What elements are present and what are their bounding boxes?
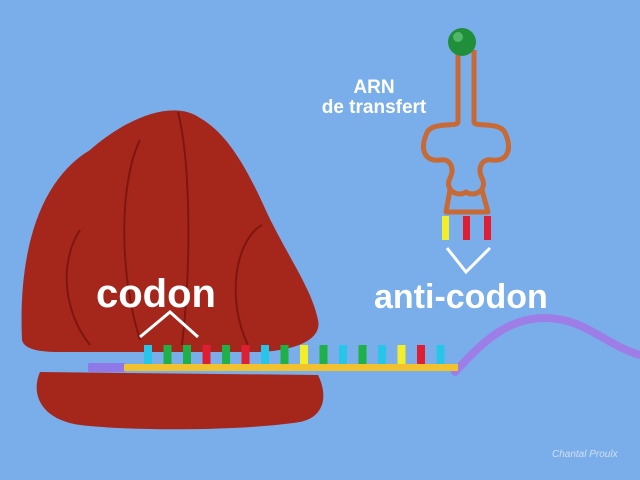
mrna-base <box>358 345 367 364</box>
mrna-backbone <box>124 364 458 371</box>
mrna-bases <box>144 345 445 364</box>
mrna-base <box>261 345 269 364</box>
mrna-strand <box>88 345 458 372</box>
codon-label: codon <box>96 272 216 316</box>
anticodon-base <box>442 216 449 240</box>
ribosome <box>21 110 324 430</box>
mrna-base <box>183 345 191 364</box>
ribosome-crease <box>123 139 141 341</box>
trna-anticodon-loop <box>443 189 491 215</box>
mrna-base <box>417 345 425 364</box>
credit-signature: Chantal Proulx <box>552 449 618 460</box>
anticodon-base <box>463 216 470 240</box>
anticodon-label: anti-codon <box>374 278 548 316</box>
ribosome-crease <box>65 229 91 346</box>
mrna-base <box>163 345 172 364</box>
mrna-base <box>202 345 211 364</box>
trna-stem <box>421 50 511 197</box>
trna-label-line1: ARN <box>353 77 395 98</box>
mrna-base <box>436 345 445 364</box>
ribosome-crease <box>177 111 190 346</box>
mrna-base <box>319 345 328 364</box>
mrna-base <box>300 345 308 364</box>
anticodon-base <box>484 216 491 240</box>
mrna-base <box>280 345 289 364</box>
ribosome-crease <box>234 224 263 346</box>
mrna-base <box>144 345 152 364</box>
mrna-base <box>222 345 230 364</box>
amino-acid <box>448 28 476 56</box>
trna-label: ARN de transfert <box>300 78 448 118</box>
trna-label-line2: de transfert <box>321 97 427 118</box>
anticodon-bracket <box>445 246 492 275</box>
mrna-base <box>241 345 250 364</box>
mrna-base <box>397 345 406 364</box>
amino-acid-highlight <box>453 32 463 42</box>
anticodon-bases <box>442 216 491 240</box>
codon-bracket <box>139 310 199 339</box>
mrna-tail <box>451 313 640 376</box>
ribosome-large-subunit <box>21 110 319 352</box>
ribosome-small-subunit <box>36 372 324 430</box>
mrna-start-segment <box>88 363 126 372</box>
mrna-base <box>378 345 386 364</box>
transfer-rna <box>421 28 511 240</box>
mrna-base <box>339 345 347 364</box>
